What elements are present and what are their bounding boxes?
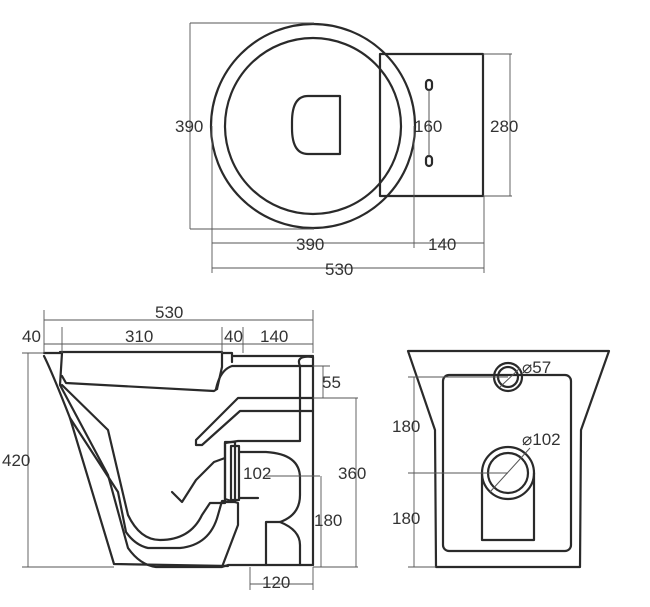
dim-top-tank-height: 280 xyxy=(490,117,518,136)
dim-top-overall-width: 530 xyxy=(325,260,353,279)
dim-side-tank: 140 xyxy=(260,327,288,346)
dim-side-height: 420 xyxy=(2,451,30,470)
bowl-opening xyxy=(290,94,342,156)
rear-outline xyxy=(406,349,611,569)
fixing-slot-top xyxy=(424,78,434,92)
bowl-inner-rim xyxy=(223,36,403,216)
dim-side-rim-left: 40 xyxy=(22,327,41,346)
pan-tank-top xyxy=(220,351,315,364)
flush-inlet-leader xyxy=(499,367,521,388)
rear-outlet-recess xyxy=(441,373,573,553)
bowl-outer-rim xyxy=(209,22,417,230)
outlet-leader xyxy=(489,447,531,493)
outlet-spigot-lower xyxy=(278,520,302,567)
top-view xyxy=(189,22,512,273)
trap-upper xyxy=(60,383,227,542)
dim-side-overall: 530 xyxy=(155,303,183,322)
dim-rear-lower-height: 180 xyxy=(392,509,420,528)
rear-view xyxy=(406,349,611,569)
outlet-collar-inner xyxy=(229,444,241,502)
outlet-channel xyxy=(480,471,536,542)
trap-inner xyxy=(170,456,227,504)
dim-rear-inlet-diameter: ⌀57 xyxy=(522,358,551,377)
fixing-slot-bottom xyxy=(424,154,434,168)
pan-outer-profile xyxy=(42,351,315,569)
dim-rear-upper-height: 180 xyxy=(392,417,420,436)
tank-body xyxy=(378,52,485,198)
dim-top-bowl-width: 390 xyxy=(296,235,324,254)
dim-side-outlet-height: 360 xyxy=(338,464,366,483)
dim-side-opening: 310 xyxy=(125,327,153,346)
side-view xyxy=(22,310,358,590)
dim-top-tank-width: 140 xyxy=(428,235,456,254)
trap-bend xyxy=(68,416,227,550)
dim-side-top-offset: 55 xyxy=(322,373,341,392)
pan-rim-underside xyxy=(60,364,315,393)
dim-side-outlet-offset: 120 xyxy=(262,573,290,592)
dim-rear-outlet-diameter: ⌀102 xyxy=(522,430,561,449)
trap-inner-back xyxy=(194,396,315,447)
dim-top-depth: 390 xyxy=(175,117,203,136)
dim-top-bolt-spacing: 160 xyxy=(414,117,442,136)
dim-side-outlet-diameter: 102 xyxy=(243,464,271,483)
dim-side-outlet-floor: 180 xyxy=(314,511,342,530)
dim-side-rim-right: 40 xyxy=(224,327,243,346)
outlet-spigot xyxy=(237,450,302,567)
outlet-collar-outer xyxy=(223,440,237,504)
